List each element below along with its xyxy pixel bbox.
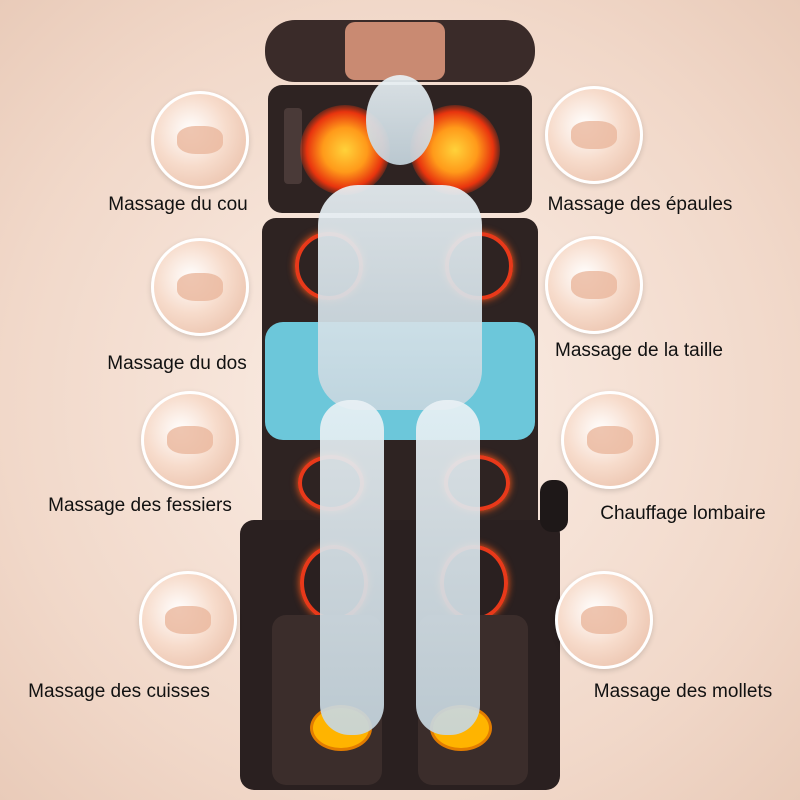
figure-torso	[318, 185, 482, 410]
air-pump	[540, 480, 568, 532]
shoulder-massage-photo	[545, 86, 643, 184]
waist-massage-photo	[545, 236, 643, 334]
label-waist-massage: Massage de la taille	[555, 340, 723, 361]
lumbar-heating-photo	[561, 391, 659, 489]
label-back-massage: Massage du dos	[107, 353, 247, 374]
pillow-mesh	[345, 22, 445, 80]
calf-massage-photo	[555, 571, 653, 669]
label-buttocks-massage: Massage des fessiers	[48, 495, 232, 516]
label-thigh-massage: Massage des cuisses	[28, 681, 210, 702]
figure-leg-right	[416, 400, 480, 735]
label-calf-massage: Massage des mollets	[593, 681, 773, 702]
label-neck-massage: Massage du cou	[108, 194, 248, 215]
neck-massage-photo	[151, 91, 249, 189]
label-lumbar-heating: Chauffage lombaire	[600, 503, 766, 524]
remote-panel	[284, 108, 302, 184]
thigh-massage-photo	[139, 571, 237, 669]
label-shoulder-massage: Massage des épaules	[547, 194, 733, 215]
figure-head	[366, 75, 434, 165]
back-massage-photo	[151, 238, 249, 336]
buttocks-massage-photo	[141, 391, 239, 489]
figure-leg-left	[320, 400, 384, 735]
